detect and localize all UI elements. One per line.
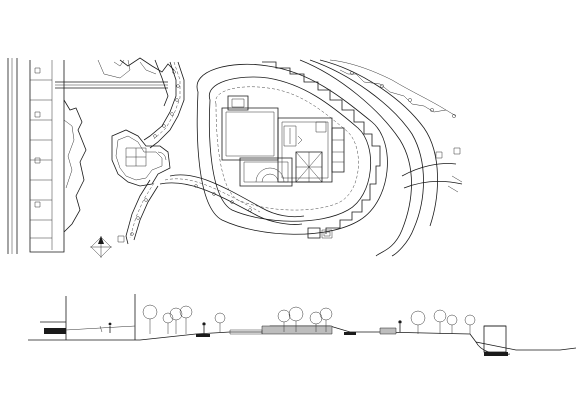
section-left-building <box>40 294 135 340</box>
diagonal-walkway <box>118 180 158 244</box>
entry-gate <box>308 228 332 238</box>
walkway <box>55 82 168 88</box>
small-buildings <box>98 58 174 106</box>
human-figure-icon <box>108 320 402 334</box>
north-arrow-icon <box>90 236 112 258</box>
terrace-outline-2 <box>64 120 74 188</box>
ground-line <box>28 326 576 350</box>
stepped-path <box>144 62 184 148</box>
section-right-structure <box>476 326 510 356</box>
main-building <box>222 96 344 186</box>
access-road <box>160 175 304 225</box>
site-section <box>28 294 576 356</box>
pavilion-building <box>112 130 170 186</box>
curving-roads <box>300 60 462 256</box>
left-building-strip <box>30 60 64 252</box>
stepped-boundary <box>262 62 380 234</box>
tree-icon <box>143 305 475 334</box>
terrace-outline <box>64 100 86 232</box>
ring-road <box>197 64 387 234</box>
site-plan <box>8 58 462 258</box>
section-platform <box>196 326 396 337</box>
left-boundary <box>8 58 17 254</box>
